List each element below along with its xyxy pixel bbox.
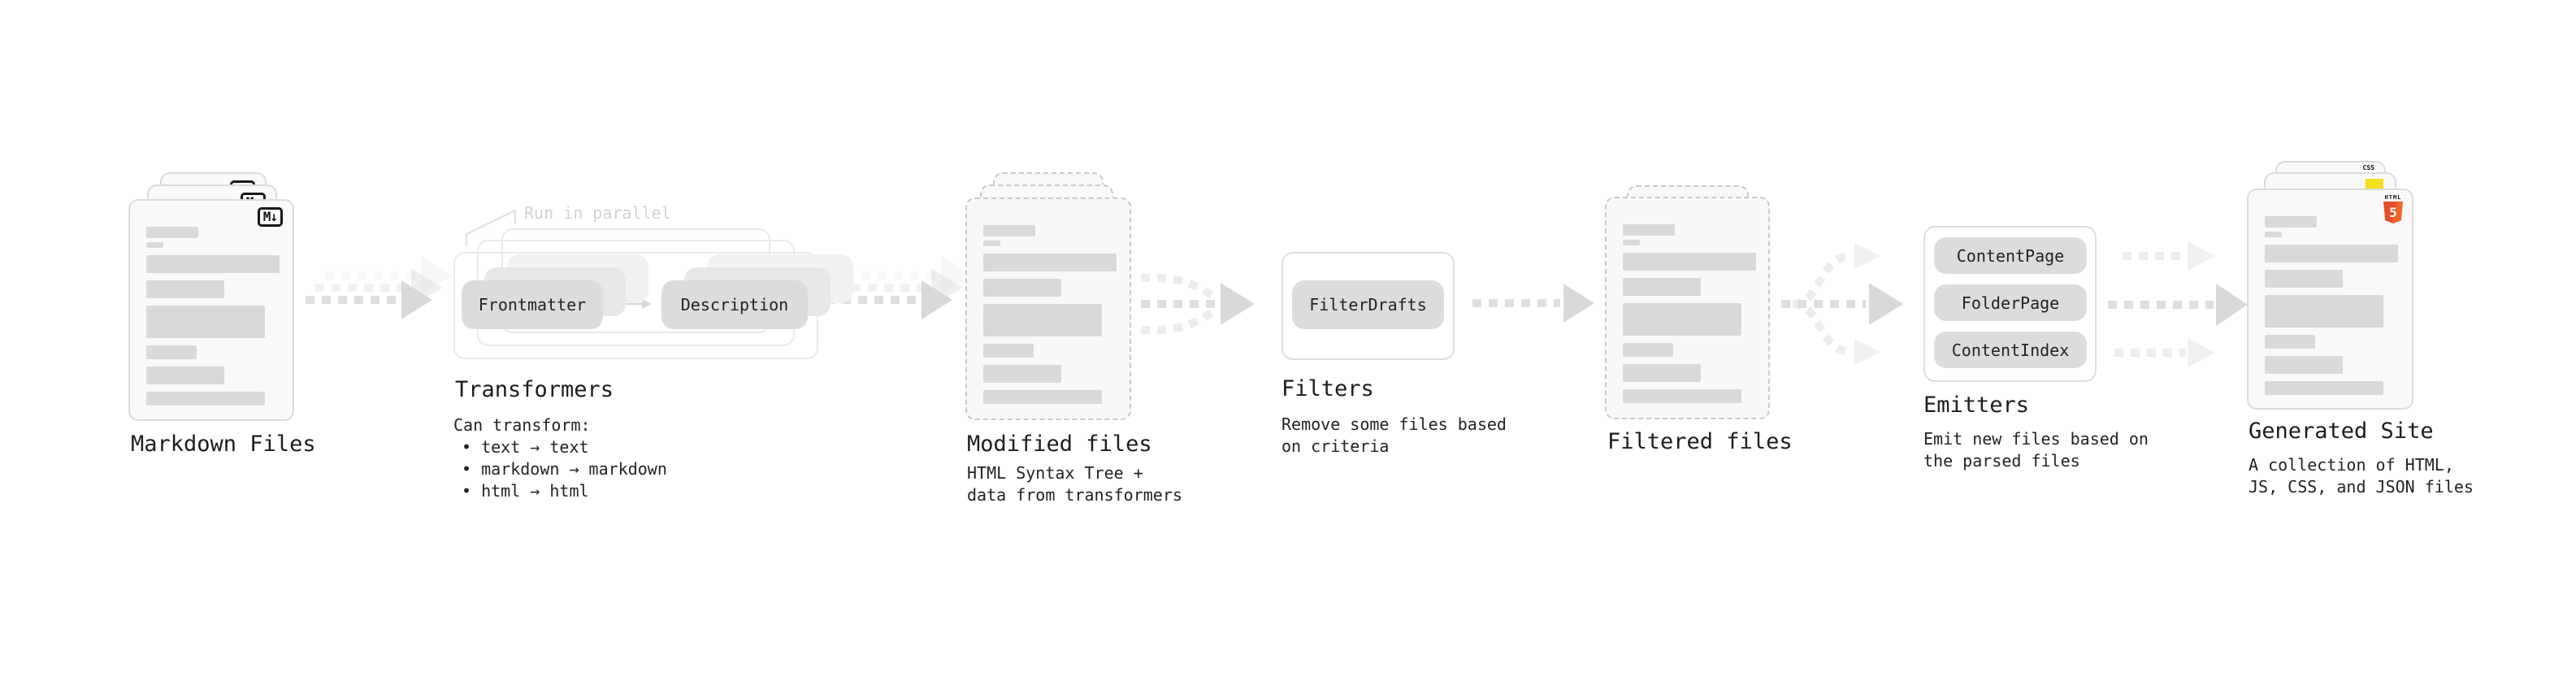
modified-files-title: Modified files [967,432,1152,457]
generated-site-desc-line: A collection of HTML, [2249,455,2454,475]
markdown-file-card-front: M↓ [128,199,294,421]
html5-icon: HTML 5 [2383,194,2404,223]
arrow-emitters-to-site [2108,241,2248,367]
modified-files-desc-line: data from transformers [967,485,1182,505]
filterdrafts-pill: FilterDrafts [1292,280,1444,329]
emitters-desc-line: the parsed files [1923,451,2080,471]
modified-files-description: HTML Syntax Tree + data from transformer… [967,462,1182,506]
skeleton-text-bars [1623,224,1756,403]
transformers-bullet: • html → html [462,481,589,501]
frontmatter-pill: Frontmatter [462,280,603,329]
filtered-files-title: Filtered files [1607,429,1793,454]
modified-file-card-front [965,197,1131,420]
javascript-icon [2366,179,2383,189]
filters-title: Filters [1281,376,1374,401]
arrow-filtered-to-emitters [1781,243,1903,365]
skeleton-text-bars [2265,216,2398,395]
emitters-description: Emit new files based on the parsed files [1923,428,2149,472]
modified-files-desc-line: HTML Syntax Tree + [967,463,1143,483]
markdown-files-title: Markdown Files [131,432,316,457]
transformers-bullet: • text → text [462,437,589,457]
generated-site-desc-line: JS, CSS, and JSON files [2249,477,2474,497]
filters-desc-line: Remove some files based [1281,414,1507,434]
generated-site-description: A collection of HTML, JS, CSS, and JSON … [2249,454,2474,498]
transformers-title: Transformers [455,377,614,402]
folderpage-pill: FolderPage [1934,284,2087,321]
filtered-file-card-front [1605,197,1770,419]
skeleton-text-bars [146,227,280,406]
run-in-parallel-note: Run in parallel [524,203,671,223]
skeleton-text-bars [983,225,1117,404]
site-file-card-html: HTML 5 [2247,189,2413,410]
filters-desc-line: on criteria [1281,436,1390,456]
contentpage-pill: ContentPage [1934,237,2087,274]
emitters-desc-line: Emit new files based on [1923,429,2149,449]
transformers-bullet: • markdown → markdown [462,459,667,479]
generated-site-title: Generated Site [2249,419,2434,444]
arrow-filters-to-filtered [1472,284,1594,323]
emitters-title: Emitters [1923,393,2030,418]
markdown-icon: M↓ [257,207,283,227]
contentindex-pill: ContentIndex [1934,332,2087,368]
transformers-desc-heading: Can transform: [453,415,591,435]
html5-icon-word: HTML [2384,194,2402,201]
filters-description: Remove some files based on criteria [1281,414,1507,458]
description-pill: Description [661,280,808,329]
arrow-modified-to-filters [1140,273,1255,335]
html5-icon-shield: 5 [2383,202,2403,223]
arrow-markdown-to-transformers [306,256,452,319]
transformers-description: Can transform: • text → text • markdown … [453,414,667,502]
arrow-transformers-to-modified [826,256,972,319]
run-in-parallel-leader-line [465,209,517,246]
